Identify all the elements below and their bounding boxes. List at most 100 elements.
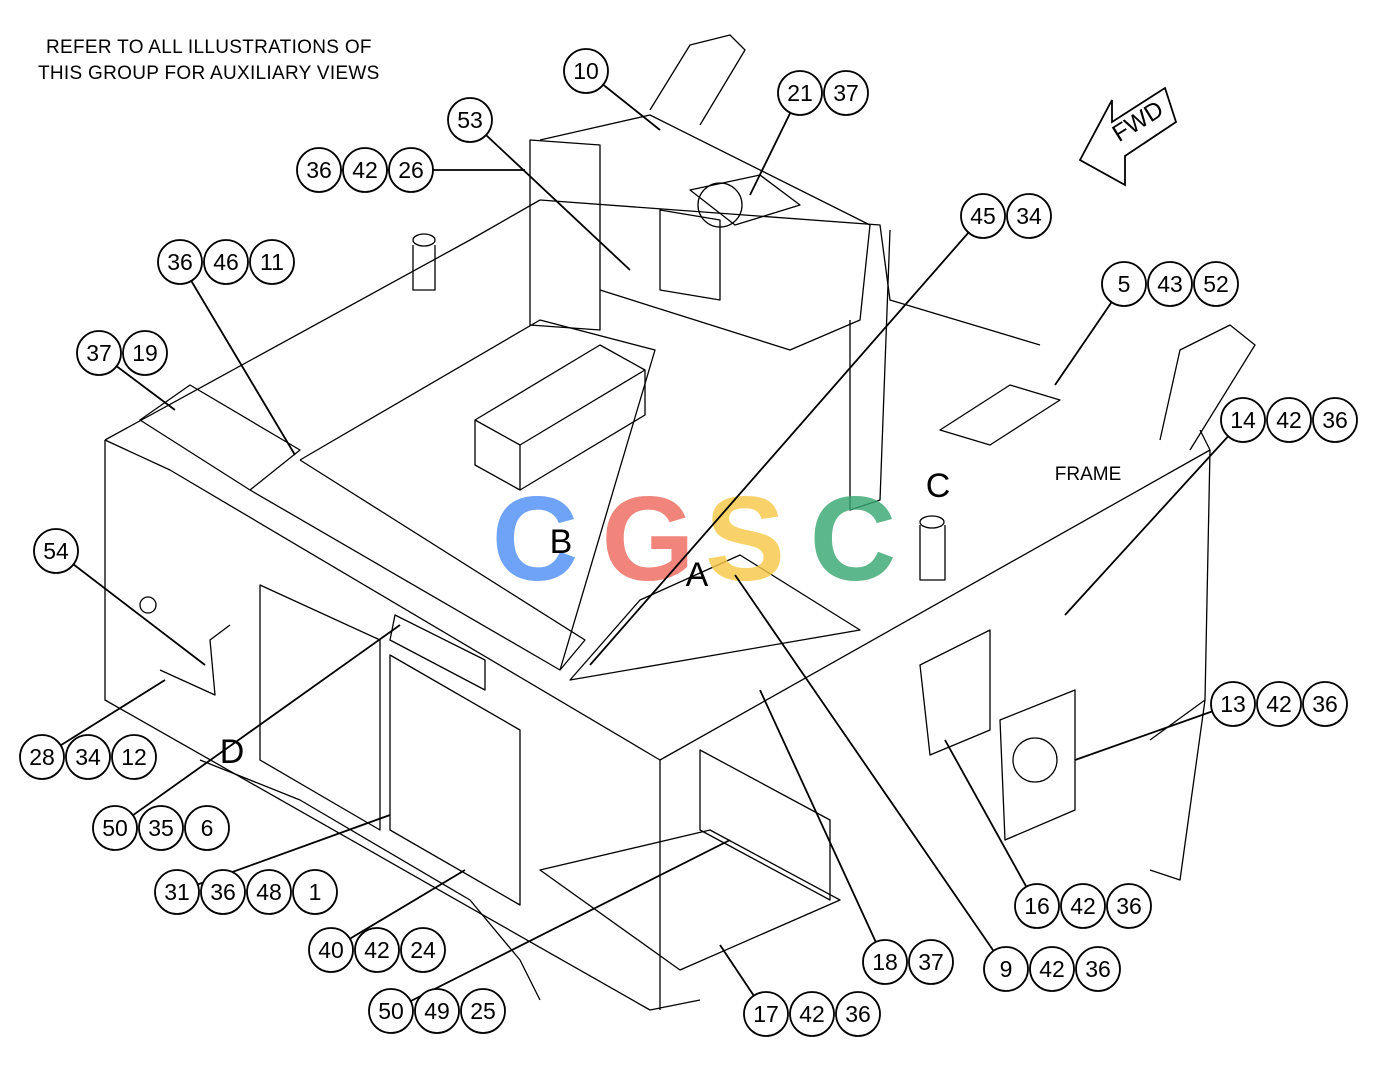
callout-circle — [92, 805, 138, 851]
callout-circle — [1106, 883, 1152, 929]
part-number: 53 — [457, 107, 483, 133]
callout-circle — [777, 70, 823, 116]
part-number: 5 — [1118, 271, 1131, 297]
leader-line — [759, 689, 886, 963]
part-number: 34 — [1016, 203, 1042, 229]
part-number: 37 — [86, 340, 112, 366]
part-number: 1 — [309, 879, 322, 905]
leader-line — [944, 739, 1038, 907]
callout-circle — [862, 939, 908, 985]
part-number: 46 — [213, 249, 239, 275]
part-number: 36 — [1116, 893, 1142, 919]
leader-line — [469, 119, 631, 271]
part-number: 34 — [75, 744, 101, 770]
note-line-2: THIS GROUP FOR AUXILIARY VIEWS — [38, 63, 380, 84]
forward-arrow-icon: FWD — [1078, 86, 1178, 187]
part-number: 37 — [833, 80, 859, 106]
part-number: 25 — [470, 998, 496, 1024]
watermark-logo: C G S C — [492, 472, 897, 606]
callout-13-42-36: 13 42 36 — [1210, 681, 1348, 727]
part-number: 26 — [398, 157, 424, 183]
part-number: 36 — [1322, 407, 1348, 433]
callout-circle — [292, 869, 338, 915]
callout-circle — [388, 147, 434, 193]
callout-circle — [414, 988, 460, 1034]
part-number: 54 — [43, 538, 69, 564]
callout-circle — [789, 991, 835, 1037]
part-number: 37 — [918, 949, 944, 975]
callout-circle — [154, 869, 200, 915]
part-number: 42 — [799, 1001, 825, 1027]
callout-circle — [447, 97, 493, 143]
callout-circle — [563, 48, 609, 94]
callout-circle — [249, 239, 295, 285]
part-number: 19 — [132, 340, 158, 366]
part-number: 17 — [753, 1001, 779, 1027]
callout-circle — [65, 734, 111, 780]
callout-circle — [203, 239, 249, 285]
leader-line — [55, 550, 206, 666]
callout-circle — [1266, 397, 1312, 443]
part-number: 9 — [1000, 956, 1013, 982]
part-number: 10 — [573, 58, 599, 84]
callout-circle — [1312, 397, 1358, 443]
part-number: 42 — [352, 157, 378, 183]
callout-circle — [342, 147, 388, 193]
watermark-letter-g: G — [601, 472, 694, 606]
part-number: 42 — [1266, 691, 1292, 717]
leader-line — [179, 261, 296, 456]
callout-17-42-36: 17 42 36 — [743, 991, 881, 1037]
callout-circle — [111, 734, 157, 780]
callout-50-49-25: 50 49 25 — [368, 988, 506, 1034]
part-number: 28 — [29, 744, 55, 770]
part-number: 13 — [1220, 691, 1246, 717]
callout-circle — [368, 988, 414, 1034]
part-number: 49 — [424, 998, 450, 1024]
part-number: 36 — [306, 157, 332, 183]
callout-circle — [76, 330, 122, 376]
watermark-letter-c2: C — [810, 472, 897, 606]
callout-28-34-12: 28 34 12 — [19, 734, 157, 780]
callout-circle — [1256, 681, 1302, 727]
leader-line — [589, 215, 984, 666]
part-number: 36 — [210, 879, 236, 905]
view-label-b: B — [550, 523, 573, 561]
leader-line — [41, 679, 166, 758]
view-label-a: A — [686, 556, 709, 594]
part-number: 43 — [1157, 271, 1183, 297]
part-number: 12 — [121, 744, 147, 770]
callout-circle — [184, 805, 230, 851]
leader-line — [734, 574, 1007, 970]
callout-circle — [1193, 261, 1239, 307]
part-number: 24 — [410, 937, 436, 963]
callout-21-37: 21 37 — [777, 70, 869, 116]
part-number: 50 — [102, 815, 128, 841]
callout-circle — [400, 927, 446, 973]
part-number: 36 — [845, 1001, 871, 1027]
part-number: 21 — [787, 80, 813, 106]
part-number: 42 — [1276, 407, 1302, 433]
callout-circle — [1210, 681, 1256, 727]
part-number: 35 — [148, 815, 174, 841]
part-number: 50 — [378, 998, 404, 1024]
frame-assembly-drawing — [104, 34, 1256, 1011]
callout-circle — [908, 939, 954, 985]
callout-circle — [1060, 883, 1106, 929]
callout-10: 10 — [563, 48, 609, 94]
callout-circle — [823, 70, 869, 116]
part-number: 36 — [1312, 691, 1338, 717]
callout-circle — [983, 946, 1029, 992]
callout-circle — [122, 330, 168, 376]
callout-53: 53 — [447, 97, 493, 143]
